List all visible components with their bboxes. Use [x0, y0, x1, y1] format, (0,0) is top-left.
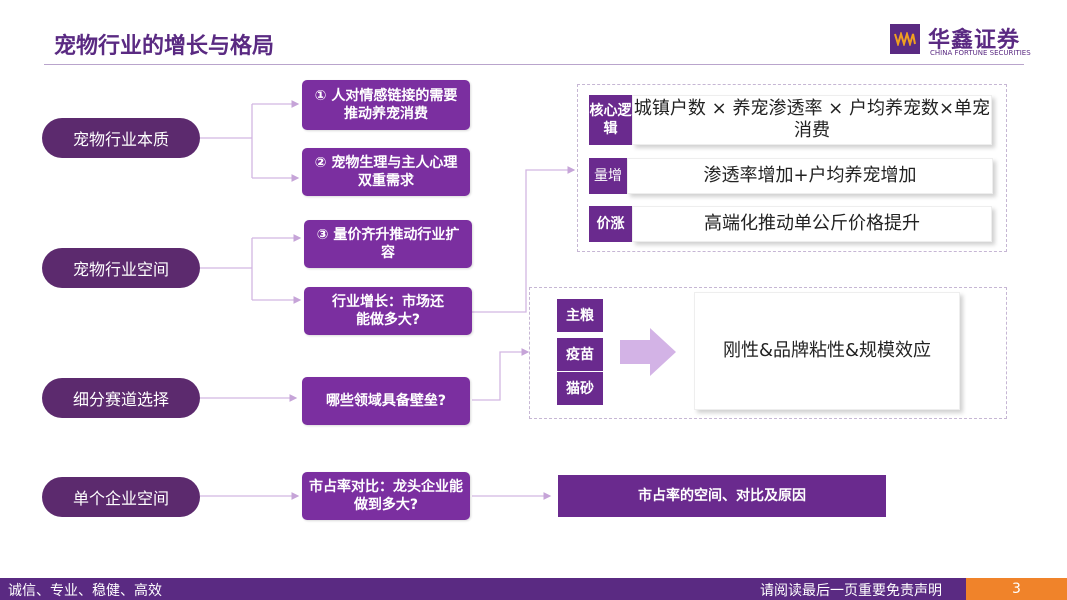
segment-staple-food: 主粮: [557, 299, 603, 332]
footer-bar: [0, 578, 1067, 600]
price-card: 高端化推动单公斤价格提升: [632, 206, 992, 242]
box-market-growth: 行业增长：市场还能做多大?: [304, 287, 472, 335]
footer-disclaimer: 请阅读最后一页重要免责声明: [760, 583, 942, 599]
pill-industry-essence: 宠物行业本质: [42, 118, 200, 158]
right-arrow-icon: [620, 328, 676, 376]
pill-company-space: 单个企业空间: [42, 477, 200, 517]
logo-name: 华鑫证券: [928, 28, 1021, 53]
segment-cat-litter: 猫砂: [557, 372, 603, 405]
title-divider: [44, 64, 1024, 65]
page-title: 宠物行业的增长与格局: [54, 34, 275, 59]
box-volume-price: ③ 量价齐升推动行业扩容: [304, 220, 472, 268]
box-share-analysis: 市占率的空间、对比及原因: [558, 475, 886, 517]
footer-slogan: 诚信、专业、稳健、高效: [8, 583, 162, 599]
segment-vaccine: 疫苗: [557, 338, 603, 371]
volume-card: 渗透率增加+户均养宠增加: [627, 158, 993, 194]
box-barriers: 哪些领域具备壁垒?: [302, 377, 470, 425]
pill-industry-space: 宠物行业空间: [42, 248, 200, 288]
core-logic-group: [577, 84, 1007, 252]
tag-price: 价涨: [589, 206, 632, 242]
box-market-share: 市占率对比：龙头企业能做到多大?: [302, 472, 470, 520]
tag-volume: 量增: [589, 158, 627, 194]
formula-card: 城镇户数 × 养宠渗透率 × 户均养宠数×单宠消费: [632, 95, 992, 145]
segments-group: [529, 287, 1007, 419]
box-emotional-need: ① 人对情感链接的需要推动养宠消费: [302, 80, 470, 130]
pill-segment-choice: 细分赛道选择: [42, 378, 200, 418]
moat-card: 刚性&品牌粘性&规模效应: [694, 292, 960, 410]
tag-core-logic: 核心逻辑: [589, 95, 632, 145]
box-dual-need: ② 宠物生理与主人心理双重需求: [302, 148, 470, 196]
company-logo: 华鑫证券 CHINA FORTUNE SECURITIES: [890, 22, 1031, 62]
logo-subtitle: CHINA FORTUNE SECURITIES: [930, 49, 1031, 57]
logo-mark-icon: [890, 24, 920, 54]
page-number: 3: [966, 578, 1067, 600]
